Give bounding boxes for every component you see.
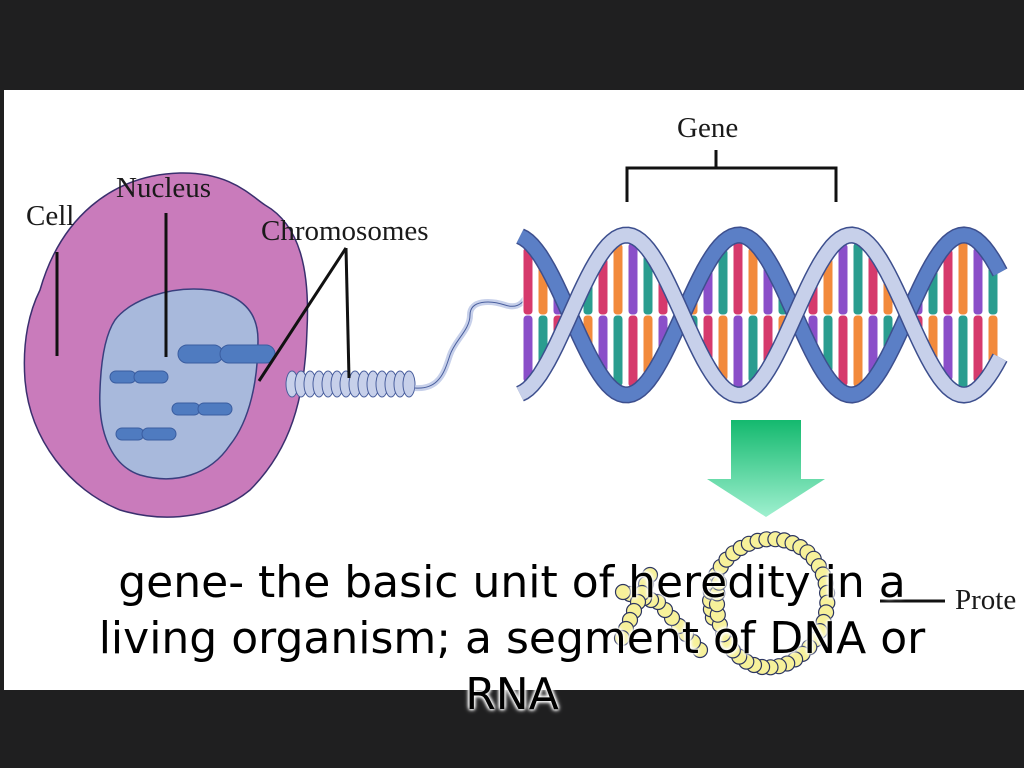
label-pointers xyxy=(55,150,945,603)
caption-line-2: living organism; a segment of DNA or xyxy=(98,613,926,664)
coil-loop xyxy=(402,370,416,398)
chromosomes-in-nucleus xyxy=(109,344,276,441)
amino-acid-bead xyxy=(614,583,632,601)
dna-strand xyxy=(516,227,1007,403)
label-chromosomes: Chromosomes xyxy=(261,215,429,247)
dna-double-helix xyxy=(516,226,1008,404)
base-pair xyxy=(852,241,864,316)
base-pair xyxy=(612,242,624,316)
caption-line-3: RNA xyxy=(465,669,559,720)
label-cell: Cell xyxy=(26,200,74,232)
down-arrow-icon xyxy=(707,420,825,517)
base-pair xyxy=(837,314,849,388)
base-pair xyxy=(732,240,744,316)
chromosome-coil xyxy=(285,370,416,398)
base-pair xyxy=(732,314,744,390)
base-pair xyxy=(837,242,849,316)
label-protein: Prote xyxy=(955,584,1016,616)
base-pair xyxy=(627,241,639,316)
base-pair xyxy=(957,240,969,316)
protein-chain xyxy=(613,531,836,676)
base-pair xyxy=(957,314,969,390)
dna-unwinding-strand xyxy=(414,288,533,392)
amino-acid-bead xyxy=(710,574,728,591)
base-pair xyxy=(612,314,624,388)
base-pair xyxy=(627,314,639,389)
base-pair xyxy=(852,314,864,389)
amino-acid-bead xyxy=(613,629,631,647)
caption: gene- the basic unit of heredity in a li… xyxy=(0,555,1024,723)
dna-strand xyxy=(516,227,1007,403)
caption-line-1: gene- the basic unit of heredity in a xyxy=(118,557,906,608)
label-gene: Gene xyxy=(677,112,738,144)
label-nucleus: Nucleus xyxy=(116,172,211,204)
